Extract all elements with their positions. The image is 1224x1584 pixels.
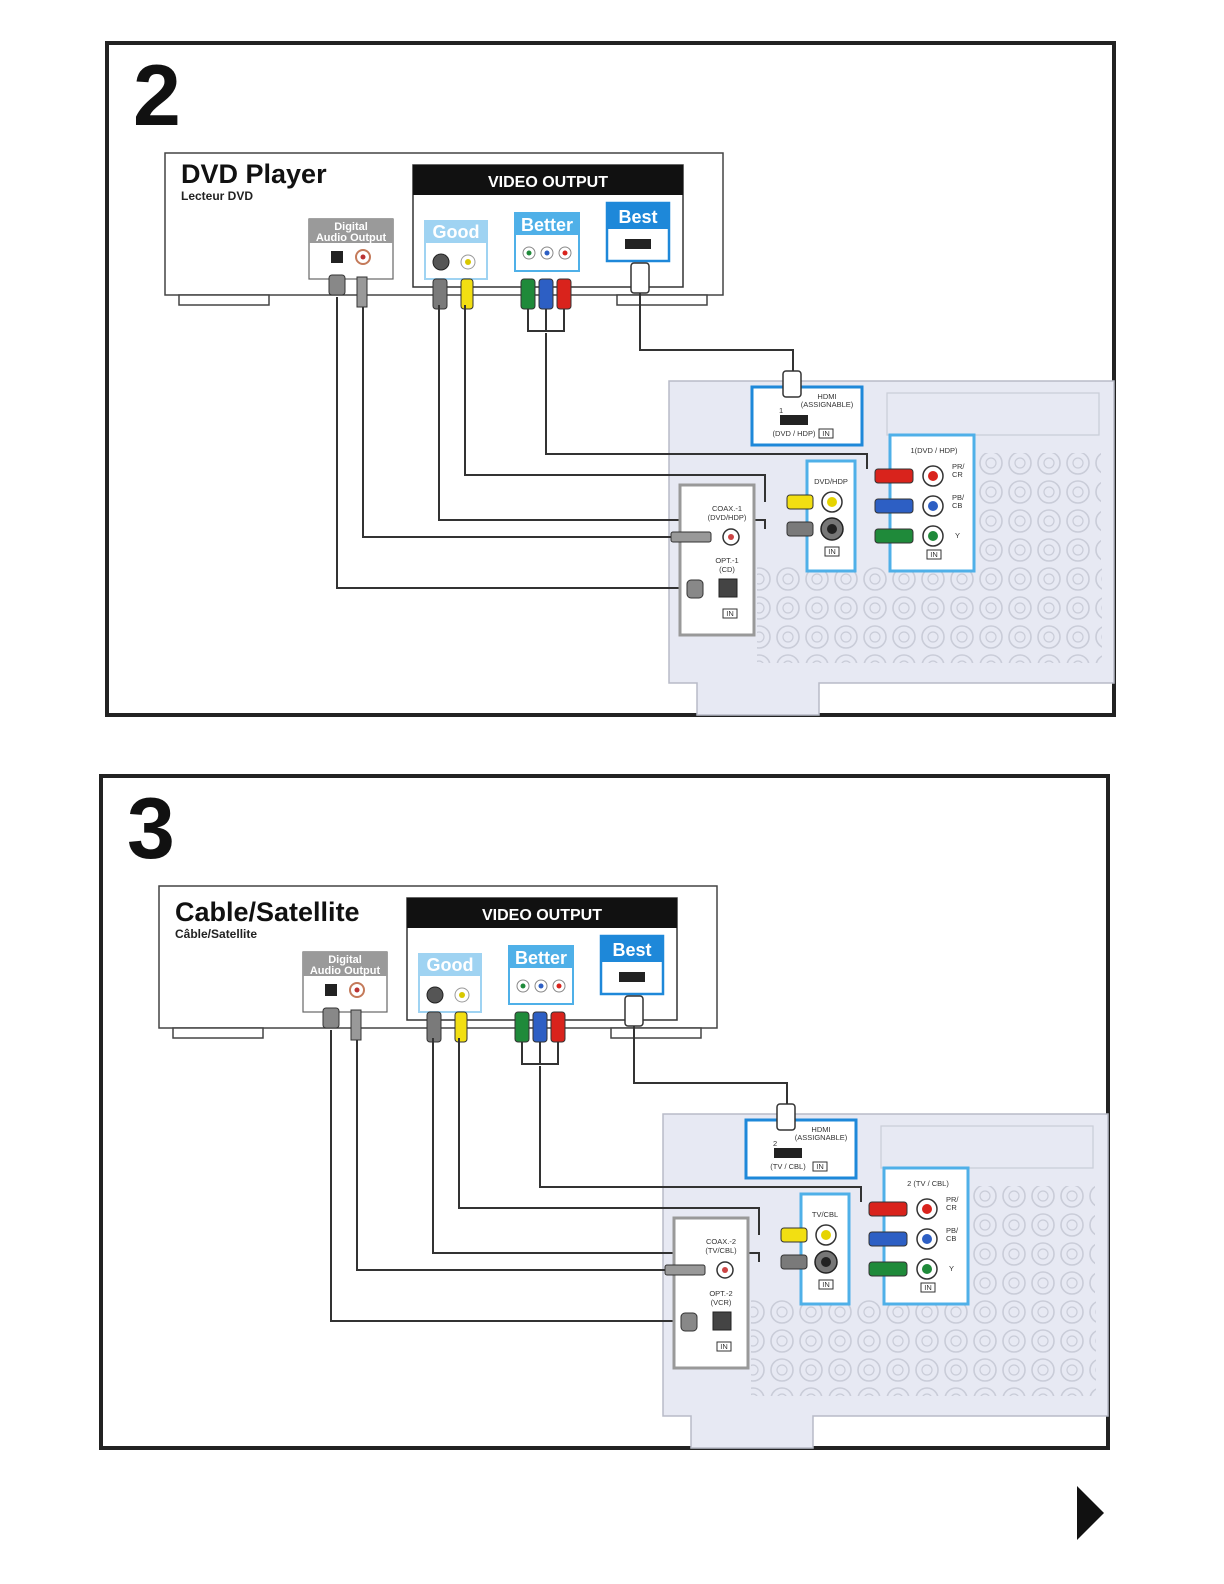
video-input-title: DVD/HDP bbox=[814, 477, 848, 486]
digital-audio-label-line1: Digital bbox=[334, 221, 368, 233]
hdmi-input-source: (DVD / HDP) bbox=[773, 429, 816, 438]
pr-label: PR/ bbox=[946, 1195, 959, 1204]
hdmi-input-source: (TV / CBL) bbox=[770, 1162, 806, 1171]
coax-label: COAX.-1 bbox=[712, 504, 742, 513]
video-input-title: TV/CBL bbox=[812, 1210, 838, 1219]
hdmi-input-number: 1 bbox=[779, 406, 783, 415]
best-badge: Best bbox=[612, 940, 651, 960]
pr-label: PR/ bbox=[952, 462, 965, 471]
hdmi-input-title: HDMI bbox=[817, 392, 836, 401]
coax-label-2: (TV/CBL) bbox=[705, 1246, 737, 1255]
good-badge: Good bbox=[433, 222, 480, 242]
video-output-label: VIDEO OUTPUT bbox=[488, 174, 608, 191]
pb-label: PB/ bbox=[952, 493, 965, 502]
device-subtitle: Câble/Satellite bbox=[175, 927, 257, 941]
video-in-label: IN bbox=[822, 1280, 830, 1289]
coax-label: COAX.-2 bbox=[706, 1237, 736, 1246]
better-badge: Better bbox=[515, 948, 567, 968]
digital-audio-label-line1: Digital bbox=[328, 954, 362, 966]
hdmi-in-label: IN bbox=[822, 429, 830, 438]
step-number: 3 bbox=[127, 781, 175, 877]
component-input-title: 1(DVD / HDP) bbox=[910, 446, 958, 455]
best-badge: Best bbox=[618, 207, 657, 227]
hdmi-input-sub: (ASSIGNABLE) bbox=[801, 400, 854, 409]
digital-audio-label-line2: Audio Output bbox=[316, 232, 387, 244]
video-in-label: IN bbox=[828, 547, 836, 556]
pb-label-2: CB bbox=[952, 501, 962, 510]
hdmi-input-title: HDMI bbox=[811, 1125, 830, 1134]
video-output-label: VIDEO OUTPUT bbox=[482, 907, 602, 924]
step-3-section: 3 Cable/Satellite Câble/Satellite VIDEO … bbox=[99, 774, 1110, 1450]
next-arrow-icon[interactable] bbox=[1077, 1486, 1104, 1540]
digital-audio-label-line2: Audio Output bbox=[310, 965, 381, 977]
opt-label-2: (CD) bbox=[719, 565, 735, 574]
y-label: Y bbox=[955, 531, 960, 540]
y-label: Y bbox=[949, 1264, 954, 1273]
pr-label-2: CR bbox=[946, 1203, 957, 1212]
pb-label-2: CB bbox=[946, 1234, 956, 1243]
opt-label: OPT.-2 bbox=[709, 1289, 732, 1298]
device-title: DVD Player bbox=[181, 159, 327, 189]
hdmi-input-sub: (ASSIGNABLE) bbox=[795, 1133, 848, 1142]
good-badge: Good bbox=[427, 955, 474, 975]
device-subtitle: Lecteur DVD bbox=[181, 189, 253, 203]
component-input-title: 2 (TV / CBL) bbox=[907, 1179, 949, 1188]
step-2-section: 2 DVD Player Lecteur DVD VIDEO OUTPUT Di… bbox=[105, 41, 1116, 717]
digital-in-label: IN bbox=[720, 1342, 728, 1351]
hdmi-in-label: IN bbox=[816, 1162, 824, 1171]
component-in-label: IN bbox=[924, 1283, 932, 1292]
opt-label-2: (VCR) bbox=[711, 1298, 732, 1307]
pr-label-2: CR bbox=[952, 470, 963, 479]
component-in-label: IN bbox=[930, 550, 938, 559]
pb-label: PB/ bbox=[946, 1226, 959, 1235]
step-number: 2 bbox=[133, 48, 181, 144]
better-badge: Better bbox=[521, 215, 573, 235]
digital-in-label: IN bbox=[726, 609, 734, 618]
hdmi-input-number: 2 bbox=[773, 1139, 777, 1148]
device-title: Cable/Satellite bbox=[175, 897, 360, 927]
opt-label: OPT.-1 bbox=[715, 556, 738, 565]
coax-label-2: (DVD/HDP) bbox=[708, 513, 747, 522]
